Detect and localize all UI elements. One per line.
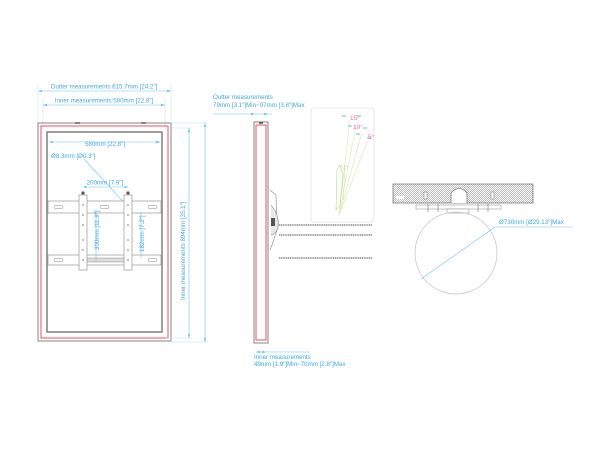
side-panel-red-outline: [255, 124, 267, 341]
vesa-vertical-label: 300mm [11.8"]: [94, 210, 101, 250]
front-view: Outter measurements 615.7mm [24.2"] Inne…: [37, 84, 208, 343]
svg-text:* * *: * * *: [341, 164, 348, 169]
side-panel-outer: [253, 121, 269, 344]
diameter-label: Ø730mm [Ø29.13"]Max: [499, 219, 565, 226]
inner-height-label: Inner measurements 894mm [35.1"]: [180, 201, 187, 300]
diameter-line: [420, 226, 496, 280]
display-outer-frame: [37, 122, 172, 342]
outer-depth-title: Outter measurements: [213, 94, 273, 101]
mounting-rails: [47, 200, 162, 266]
top-view: Ø730mm [Ø29.13"]Max: [392, 183, 573, 295]
inner-width-label: Inner measurements 580mm [22.8"]: [55, 98, 154, 105]
vesa-horizontal-label: 200mm [7.9"]: [87, 180, 124, 187]
rail-spacing-label: 182mm [7.2"]: [139, 215, 146, 252]
tilt-angle-10: 10°: [353, 123, 363, 131]
inner-depth-title: Inner measurements: [254, 354, 311, 361]
outer-width-label: Outter measurements 615.7mm [24.2"]: [51, 84, 158, 91]
rail-width-label: 580mm [22.8"]: [85, 141, 125, 148]
side-view: Outter measurements 79mm [3.1"]Min~97mm …: [213, 94, 372, 368]
hole-diameter-label: Ø8.3mm [Ø0.3"]: [51, 153, 96, 160]
outer-depth-value: 79mm [3.1"]Min~97mm [3.8"]Max: [213, 102, 305, 109]
tilt-angle-5: 5°: [368, 133, 375, 141]
tilt-angle-15: 15°: [350, 114, 360, 122]
vesa-plates: [78, 191, 133, 271]
rotation-circle: [414, 211, 498, 295]
display-red-outline: [40, 125, 169, 339]
tilt-inset: * * * 15° 10° 5°: [310, 107, 375, 223]
mount-arms: [279, 224, 372, 259]
inner-depth-value: 49mm [1.9"]Min~70mm [2.8"]Max: [254, 361, 346, 368]
display-inner-frame: [46, 131, 163, 333]
